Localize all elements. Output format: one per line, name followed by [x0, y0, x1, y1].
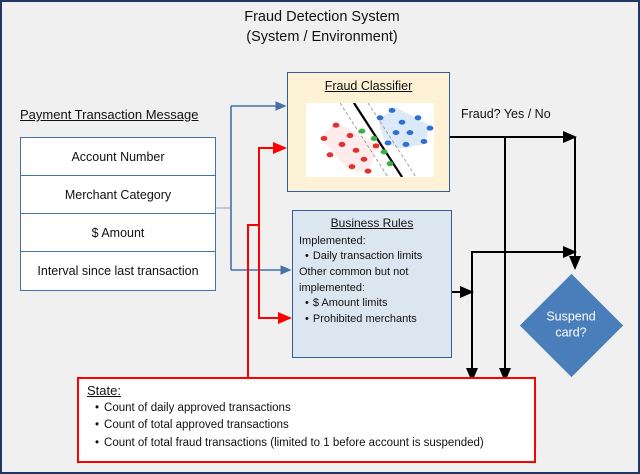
page-title: Fraud Detection System (System / Environ…	[152, 8, 492, 47]
state-title: State:	[87, 383, 121, 398]
rules-not-implemented-item: •$ Amount limits	[305, 297, 445, 310]
rules-not-implemented-label-line1: Other common but not	[299, 266, 409, 279]
rules-not-implemented-item: •Prohibited merchants	[305, 313, 445, 326]
state-item-text: Count of daily approved transactions	[104, 402, 291, 414]
bullet-glyph: •	[95, 402, 100, 414]
table-row: Account Number	[21, 138, 215, 176]
suspend-card-decision-node: Suspend card?	[519, 273, 623, 377]
decision-boundary	[352, 103, 404, 177]
rules-not-implemented-label-line2: implemented:	[299, 281, 366, 294]
table-row: Merchant Category	[21, 176, 215, 214]
state-item: • Count of total approved transactions	[95, 418, 526, 432]
state-item: • Count of total fraud transactions (limi…	[95, 436, 526, 450]
state-item-text: Count of total approved transactions	[104, 419, 289, 432]
bullet-glyph: •	[95, 436, 100, 449]
business-rules-node: Business Rules Implemented: •Daily trans…	[292, 210, 452, 358]
svm-scatter-plot	[306, 103, 434, 177]
rules-item-text: Prohibited merchants	[312, 312, 417, 325]
edge-state-to-classifier	[247, 142, 287, 379]
state-item-text: Count of total fraud transactions (limit…	[104, 436, 484, 449]
edge-state-to-rules	[258, 225, 292, 324]
bullet-glyph: •	[305, 312, 309, 325]
blue-points	[376, 107, 434, 147]
rules-implemented-label: Implemented:	[299, 235, 366, 247]
table-row: $ Amount	[21, 214, 215, 252]
rules-implemented-item: •Daily transaction limits	[305, 250, 445, 263]
table-row: Interval since last transaction	[37, 264, 199, 278]
fraud-output-label: Fraud? Yes / No	[461, 107, 551, 121]
message-heading: Payment Transaction Message	[20, 107, 199, 122]
support-vector-points	[358, 128, 394, 167]
classifier-title: Fraud Classifier	[324, 79, 413, 93]
fraud-classifier-node: Fraud Classifier	[287, 72, 450, 192]
title-line-1: Fraud Detection System	[244, 9, 400, 25]
margin-line-lower	[339, 103, 389, 177]
bullet-glyph: •	[305, 250, 309, 263]
rules-item-text: Daily transaction limits	[312, 250, 423, 263]
rules-item-text: $ Amount limits	[312, 296, 388, 309]
decision-diamond-shape	[519, 273, 623, 377]
margin-line-upper	[367, 103, 417, 177]
blue-class-hull	[378, 107, 430, 149]
state-node: State: • Count of daily approved transact…	[77, 377, 536, 463]
bullet-glyph: •	[95, 419, 100, 432]
red-points	[320, 122, 380, 174]
rules-title: Business Rules	[330, 216, 414, 230]
bullet-glyph: •	[305, 296, 309, 309]
title-line-2: (System / Environment)	[246, 28, 398, 45]
payment-transaction-table: Account Number Merchant Category $ Amoun…	[20, 137, 216, 291]
state-item: • Count of daily approved transactions	[95, 401, 526, 415]
